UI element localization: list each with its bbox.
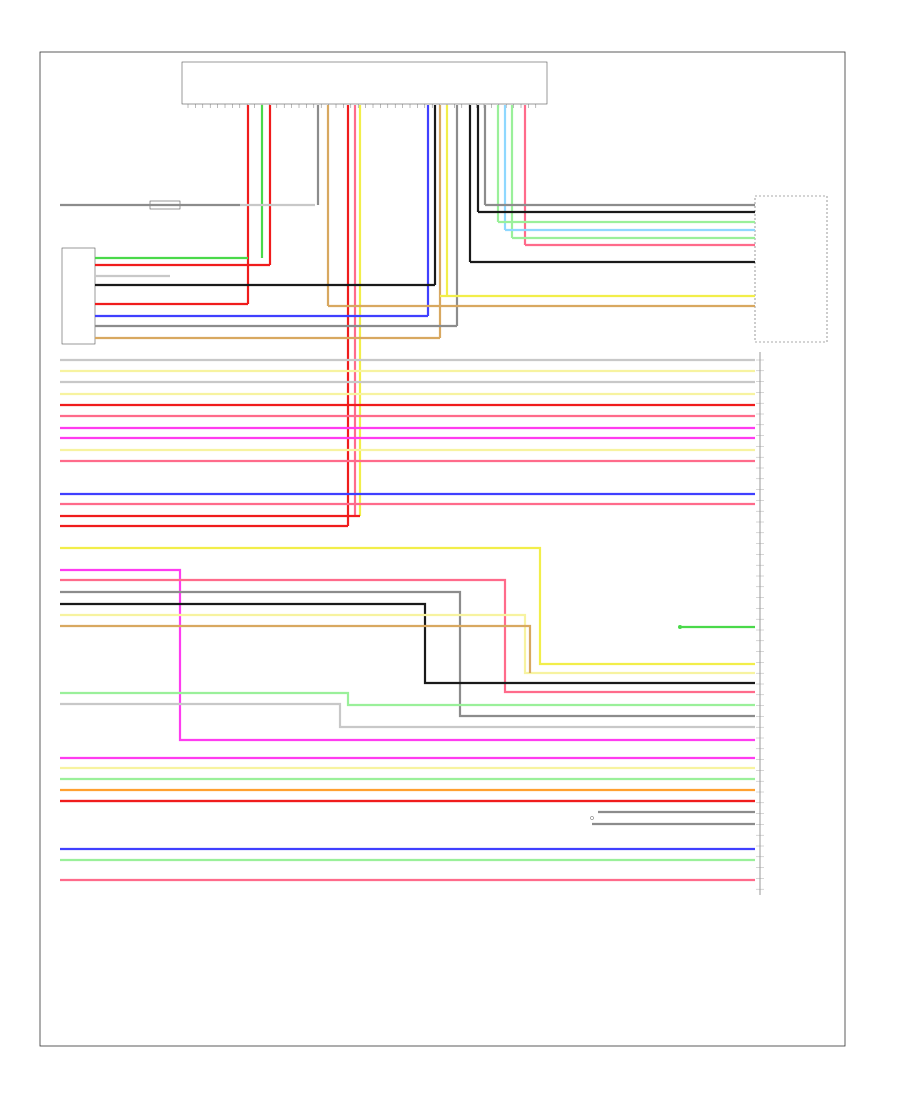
horizontal-wires (60, 203, 755, 882)
route-wire-2 (60, 578, 755, 694)
top-module (181, 61, 548, 108)
cable-adapter-box (61, 247, 96, 345)
route-wire-7 (60, 691, 755, 707)
routed-wires (60, 546, 755, 742)
page-frame (39, 51, 846, 1047)
route-wire-8 (60, 702, 755, 729)
route-wire-5 (60, 613, 755, 675)
right-connector-pins (756, 359, 764, 890)
route-wire-4 (60, 602, 755, 685)
top-module-box (181, 61, 548, 105)
steering-switch (590, 816, 594, 820)
cable-adapter (61, 247, 96, 345)
route-wire-6 (60, 624, 532, 673)
radio-receiver-box (754, 195, 828, 343)
route-wire-0 (60, 546, 755, 666)
radio-receiver (754, 195, 828, 343)
switch-contact (590, 816, 594, 820)
top-module-pins (187, 104, 537, 108)
route-wire-1 (60, 568, 755, 742)
route-wire-3 (60, 590, 755, 718)
